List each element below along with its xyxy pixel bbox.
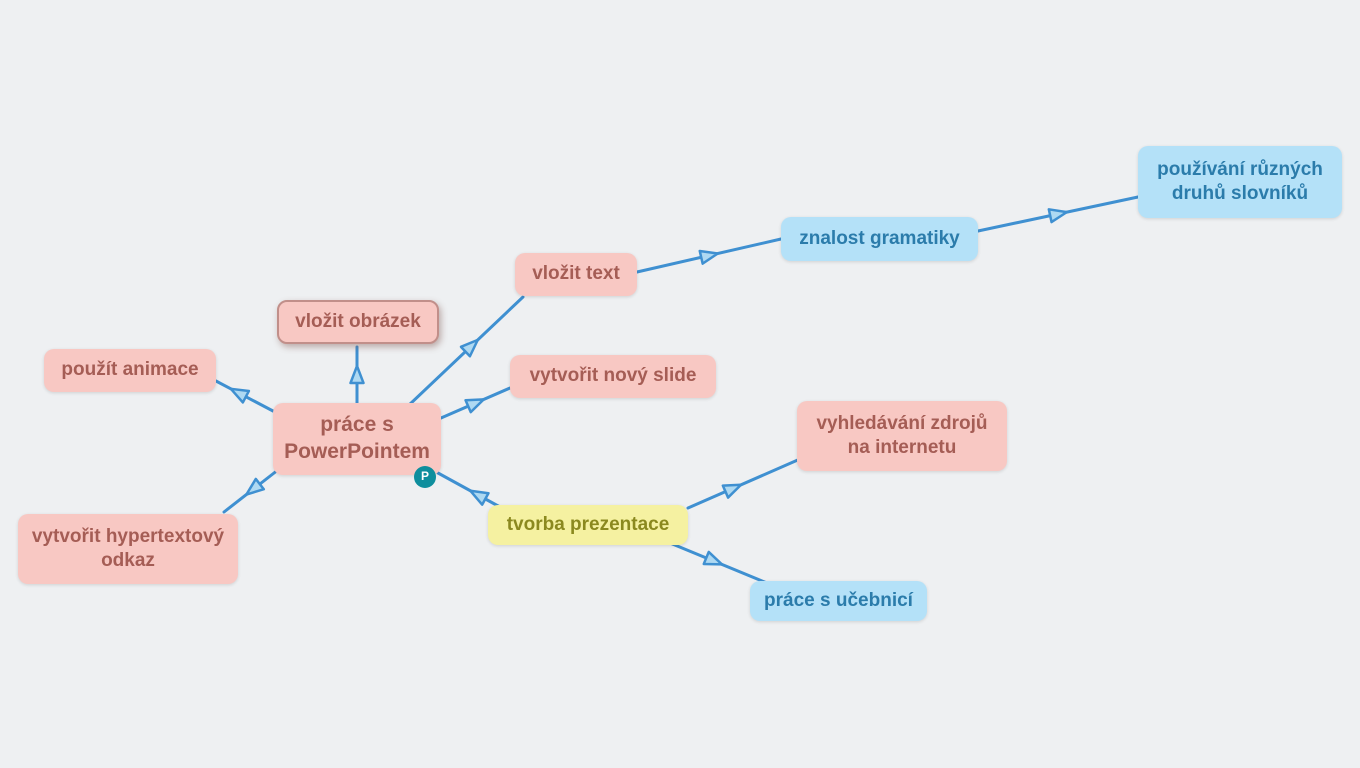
mindmap-node-slovniky[interactable]: používání různých druhů slovníků xyxy=(1138,146,1342,218)
arrowhead-icon xyxy=(459,338,480,358)
node-label: použít animace xyxy=(61,359,199,381)
edge-prace-powerpoint-to-vlozit-obrazek xyxy=(349,345,365,405)
node-label: vytvořit hypertextový odkaz xyxy=(31,525,225,571)
mindmap-node-novy-slide[interactable]: vytvořit nový slide xyxy=(510,355,716,398)
edge-prace-powerpoint-to-vlozit-text xyxy=(406,295,525,408)
node-label: práce s PowerPointem xyxy=(284,413,430,463)
mindmap-node-zdroje[interactable]: vyhledávání zdrojů na internetu xyxy=(797,401,1007,471)
edge-vlozit-text-to-gramatika xyxy=(635,237,783,274)
node-label: práce s učebnicí xyxy=(764,589,913,611)
node-label: vložit obrázek xyxy=(295,310,421,332)
arrowhead-icon xyxy=(469,489,490,506)
arrowhead-icon xyxy=(464,398,486,414)
arrowhead-icon xyxy=(1047,208,1069,224)
mindmap-node-tvorba[interactable]: tvorba prezentace xyxy=(488,505,688,545)
mindmap-node-ucebnice[interactable]: práce s učebnicí xyxy=(750,581,927,621)
node-label: vytvořit nový slide xyxy=(529,365,697,387)
arrowhead-icon xyxy=(245,477,266,496)
mindmap-node-vlozit-text[interactable]: vložit text xyxy=(515,253,637,296)
edge-tvorba-to-prace-powerpoint xyxy=(436,471,502,509)
mindmap-node-gramatika[interactable]: znalost gramatiky xyxy=(781,217,978,261)
node-label: tvorba prezentace xyxy=(506,513,670,535)
edge-tvorba-to-ucebnice xyxy=(668,541,769,585)
arrowhead-icon xyxy=(721,483,743,499)
node-label: vyhledávání zdrojů na internetu xyxy=(816,412,988,458)
arrowhead-icon xyxy=(702,550,724,566)
mindmap-node-pouzit-animace[interactable]: použít animace xyxy=(44,349,216,392)
arrowhead-icon xyxy=(698,249,720,265)
arrowhead-icon xyxy=(349,364,365,385)
node-label: vložit text xyxy=(532,263,620,285)
node-label: používání různých druhů slovníků xyxy=(1157,158,1323,204)
presentation-badge-icon[interactable]: P xyxy=(414,466,436,488)
edge-prace-powerpoint-to-novy-slide xyxy=(439,386,512,420)
edge-gramatika-to-slovniky xyxy=(976,195,1140,233)
edge-prace-powerpoint-to-pouzit-animace xyxy=(214,379,275,413)
mindmap-node-hypertext[interactable]: vytvořit hypertextový odkaz xyxy=(18,514,238,584)
arrowhead-icon xyxy=(229,387,251,404)
node-label: znalost gramatiky xyxy=(799,227,960,249)
edge-tvorba-to-zdroje xyxy=(686,457,802,510)
edge-prace-powerpoint-to-hypertext xyxy=(222,464,285,514)
mindmap-node-vlozit-obrazek[interactable]: vložit obrázek xyxy=(277,300,439,344)
